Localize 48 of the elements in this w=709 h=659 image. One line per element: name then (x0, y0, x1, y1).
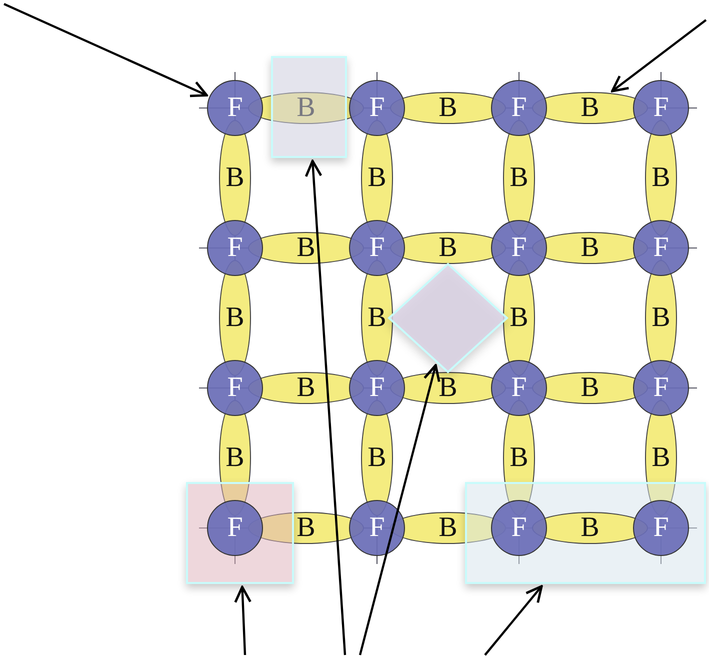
symbol-label: B (296, 94, 316, 122)
symbol-label: B (438, 94, 458, 122)
symbol-label: B (226, 304, 244, 332)
symbol-label: B (296, 234, 316, 262)
highlight-overlay (465, 482, 706, 584)
symbol-label: B (296, 374, 316, 402)
symbol-label: F (511, 514, 527, 542)
symbol-label: F (653, 94, 669, 122)
symbol-label: F (653, 514, 669, 542)
symbol-label: B (580, 514, 600, 542)
symbol-label: F (369, 514, 385, 542)
symbol-label: F (653, 374, 669, 402)
symbol-label: F (653, 234, 669, 262)
symbol-label: B (368, 444, 386, 472)
arrow (234, 586, 252, 656)
symbol-label: F (369, 94, 385, 122)
arrow (611, 19, 707, 92)
symbol-label: B (226, 164, 244, 192)
symbol-label: B (438, 234, 458, 262)
symbol-label: B (368, 304, 386, 332)
symbol-label: B (226, 444, 244, 472)
symbol-label: F (511, 234, 527, 262)
symbol-label: F (227, 234, 243, 262)
arrow (358, 364, 440, 656)
symbol-label: B (652, 304, 670, 332)
symbol-label: B (652, 444, 670, 472)
symbol-label: F (369, 374, 385, 402)
symbol-label: F (227, 514, 243, 542)
symbol-label: B (580, 94, 600, 122)
symbol-label: B (580, 234, 600, 262)
arrow (4, 3, 208, 98)
symbol-label: F (227, 94, 243, 122)
symbol-label: B (368, 164, 386, 192)
symbol-label: F (227, 374, 243, 402)
symbol-label: B (438, 514, 458, 542)
symbol-label: B (580, 374, 600, 402)
symbol-label: F (511, 374, 527, 402)
symbol-label: F (511, 94, 527, 122)
symbol-label: B (296, 514, 316, 542)
symbol-label: B (510, 444, 528, 472)
arrow (304, 160, 346, 656)
highlight-overlay (271, 56, 347, 158)
symbol-label: B (510, 304, 528, 332)
symbol-label: B (438, 374, 458, 402)
arrow (484, 585, 543, 656)
symbol-label: B (652, 164, 670, 192)
symbol-label: F (369, 234, 385, 262)
symbol-label: B (510, 164, 528, 192)
